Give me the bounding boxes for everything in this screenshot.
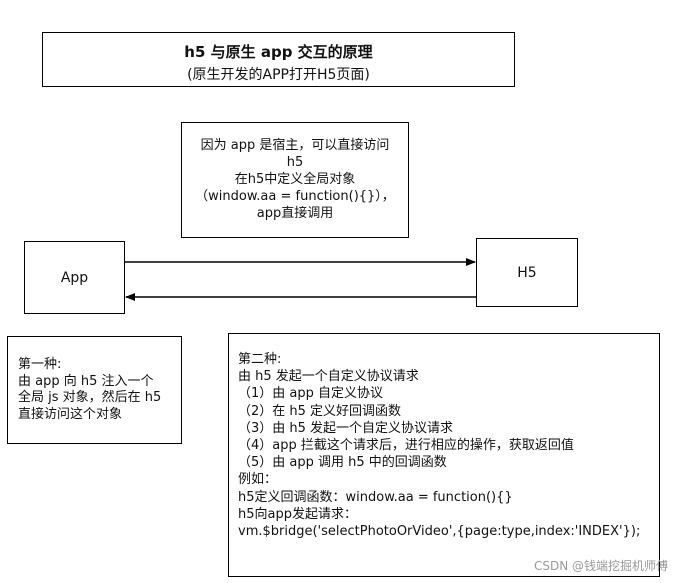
note-line: h5 — [286, 155, 304, 170]
method-two-line: （1）由 app 自定义协议 — [238, 386, 384, 402]
method-two-line: （2）在 h5 定义好回调函数 — [238, 403, 402, 419]
method-one-line: 全局 js 对象，然后在 h5 — [18, 390, 162, 405]
direct-access-note: 因为 app 是宿主，可以直接访问 h5 在h5中定义全局对象 （window.… — [181, 122, 409, 238]
csdn-watermark: CSDN @钱端挖掘机师傅 — [533, 559, 668, 573]
method-two-line: 第二种: — [238, 352, 282, 367]
note-line: 因为 app 是宿主，可以直接访问 — [200, 138, 390, 153]
note-line: （window.aa = function(){}）， — [195, 189, 395, 204]
method-two-box: 第二种: 由 h5 发起一个自定义协议请求 （1）由 app 自定义协议 （2）… — [228, 333, 660, 577]
method-two-line: 由 h5 发起一个自定义协议请求 — [238, 369, 419, 385]
app-node: App — [24, 241, 125, 314]
method-two-line: vm.$bridge('selectPhotoOrVideo',{page:ty… — [238, 524, 641, 540]
method-two-line: h5向app发起请求： — [238, 506, 357, 522]
method-two-line: （5）由 app 调用 h5 中的回调函数 — [238, 455, 447, 471]
method-one-box: 第一种: 由 app 向 h5 注入一个 全局 js 对象，然后在 h5 直接访… — [7, 336, 182, 444]
diagram-title: h5 与原生 app 交互的原理 — [184, 43, 373, 61]
method-two-line: h5定义回调函数：window.aa = function(){} — [238, 489, 513, 505]
diagram-subtitle: (原生开发的APP打开H5页面) — [187, 67, 370, 83]
method-one-line: 由 app 向 h5 注入一个 — [18, 373, 154, 389]
method-one-line: 第一种: — [18, 357, 62, 372]
method-one-line: 直接访问这个对象 — [18, 406, 123, 422]
method-two-line: 例如： — [238, 472, 278, 488]
note-line: 在h5中定义全局对象 — [234, 172, 356, 187]
h5-node: H5 — [476, 238, 578, 307]
title-box: h5 与原生 app 交互的原理 (原生开发的APP打开H5页面) — [42, 32, 515, 87]
h5-node-label: H5 — [517, 264, 537, 281]
app-node-label: App — [60, 269, 89, 286]
method-two-line: （3）由 h5 发起一个自定义协议请求 — [238, 420, 454, 436]
method-two-line: （4）app 拦截这个请求后，进行相应的操作，获取返回值 — [238, 438, 574, 454]
note-line: app直接调用 — [256, 206, 334, 221]
